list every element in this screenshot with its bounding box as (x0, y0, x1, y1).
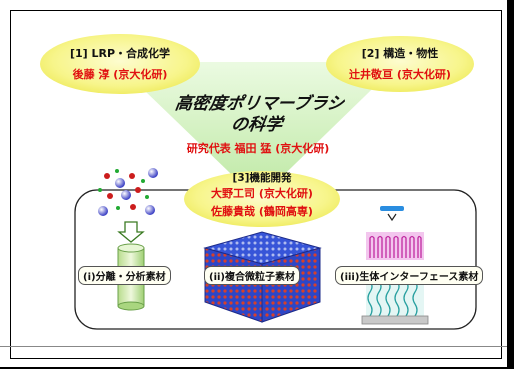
group3-leader1: 大野工司 (京大化研) (211, 187, 313, 200)
bio-interface-icon (361, 206, 429, 325)
center-title: 高密度ポリマーブラシ の科学 (147, 94, 369, 136)
center-title-line2: の科学 (229, 115, 284, 135)
center-title-line1: 高密度ポリマーブラシ (173, 94, 346, 114)
group1-title: [1] LRP・合成化学 (69, 47, 171, 60)
group1-leader: 後藤 淳 (京大化研) (72, 68, 168, 81)
representative: 研究代表 福田 猛 (京大化研) (186, 142, 330, 155)
group3-leader2: 佐藤貴哉 (鶴岡高専) (211, 205, 313, 218)
group3-ellipse (184, 171, 340, 227)
group2-ellipse (326, 36, 474, 92)
material-label-i: (i)分離・分析素材 (78, 266, 171, 285)
center-triangle (115, 62, 400, 200)
group1-ellipse (40, 34, 200, 94)
down-arrow-icon (117, 221, 145, 243)
material-label-iii: (iii)生体インターフェース素材 (335, 266, 484, 285)
material-label-ii: (ii)複合微粒子素材 (204, 266, 300, 285)
divider-line (0, 346, 514, 347)
group2-leader: 辻井敬亘 (京大化研) (349, 68, 451, 81)
group2-title: [2] 構造・物性 (361, 47, 439, 60)
group3-title: [3]機能開発 (232, 172, 292, 184)
page-bottom-edge (0, 367, 514, 369)
molecule-dots (98, 168, 158, 216)
page-edge (507, 0, 514, 369)
